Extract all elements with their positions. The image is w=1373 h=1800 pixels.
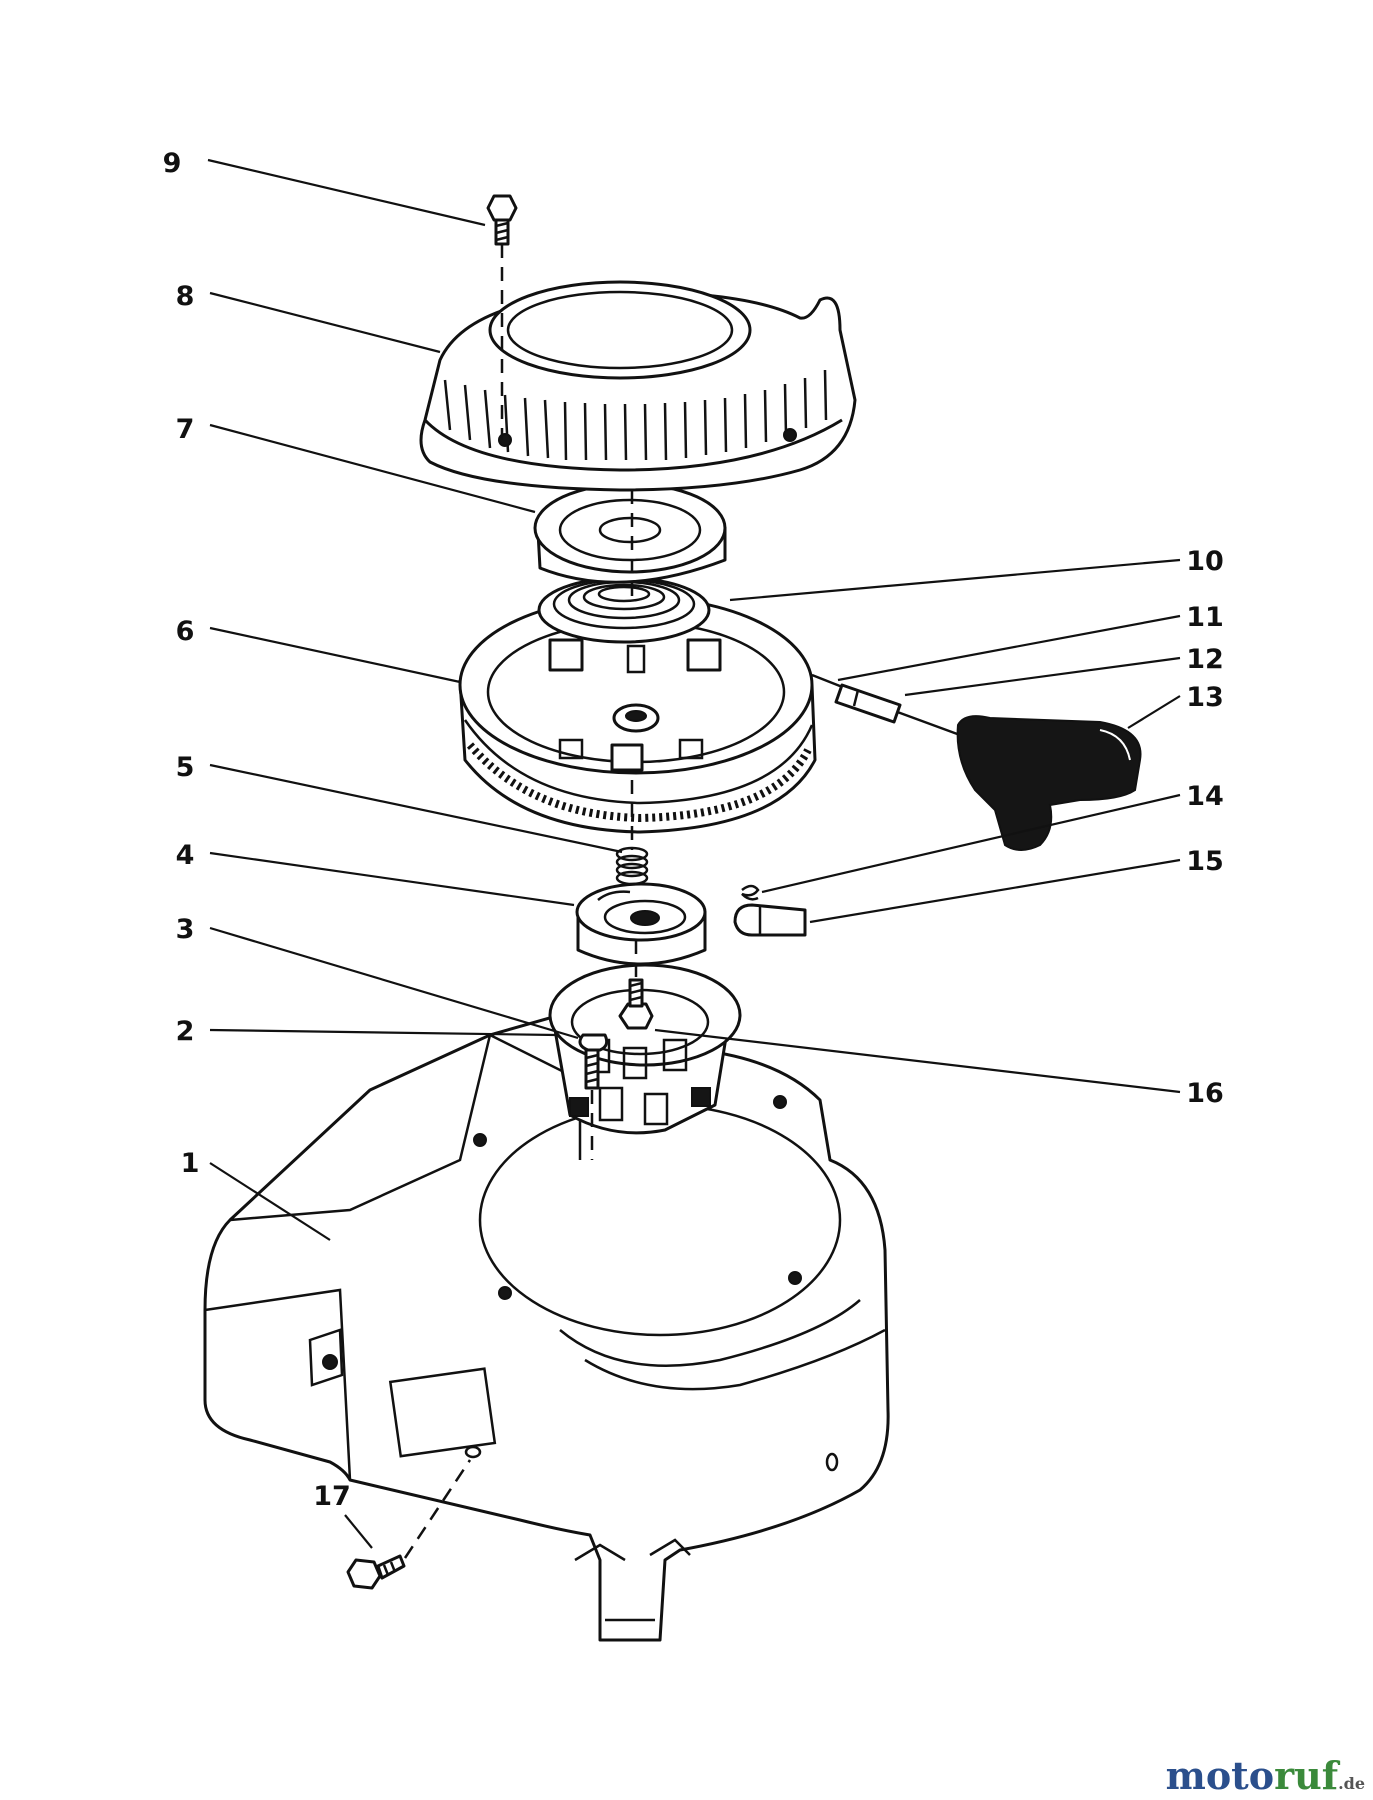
callout-17: 17 <box>313 1481 351 1512</box>
pawl-part <box>733 903 807 937</box>
spring-5-part <box>615 846 649 886</box>
pawl-spring-part <box>741 884 760 901</box>
screw-17-part <box>346 1554 406 1590</box>
starter-handle-part <box>956 715 1142 851</box>
callout-1: 1 <box>181 1148 200 1179</box>
callout-leader-lines <box>207 158 1181 1549</box>
starter-housing-part <box>419 280 857 492</box>
callout-7: 7 <box>176 414 195 445</box>
callout-13: 13 <box>1186 682 1224 713</box>
callout-10: 10 <box>1186 546 1224 577</box>
callout-15: 15 <box>1186 846 1224 877</box>
spring-cover-part <box>533 482 727 584</box>
watermark-brand: motoruf <box>1165 1753 1339 1798</box>
bolt-16-part <box>618 978 654 1030</box>
callout-14: 14 <box>1186 781 1224 812</box>
screw-9-part <box>486 194 518 246</box>
callout-5: 5 <box>176 752 195 783</box>
motoruf-watermark: motoruf.de <box>1166 1753 1365 1798</box>
blower-housing-part <box>203 1013 890 1642</box>
callout-8: 8 <box>176 281 195 312</box>
callout-9: 9 <box>163 148 182 179</box>
bolt-3-part <box>578 1033 609 1090</box>
callout-11: 11 <box>1186 602 1224 633</box>
assembly-axis-lines <box>403 244 638 1559</box>
callout-4: 4 <box>176 840 195 871</box>
callout-6: 6 <box>176 616 195 647</box>
callout-16: 16 <box>1186 1078 1224 1109</box>
rewind-spring-part <box>537 576 711 644</box>
pulley-cup-part <box>548 963 742 1135</box>
rope-insert-part <box>834 683 902 724</box>
watermark-suffix: .de <box>1338 1774 1365 1793</box>
callout-labels: 9 8 7 6 5 4 3 2 1 10 11 12 13 14 15 16 1… <box>163 148 1224 1512</box>
callout-12: 12 <box>1186 644 1224 675</box>
cam-plate-part <box>575 882 707 966</box>
callout-3: 3 <box>176 914 195 945</box>
callout-2: 2 <box>176 1016 195 1047</box>
